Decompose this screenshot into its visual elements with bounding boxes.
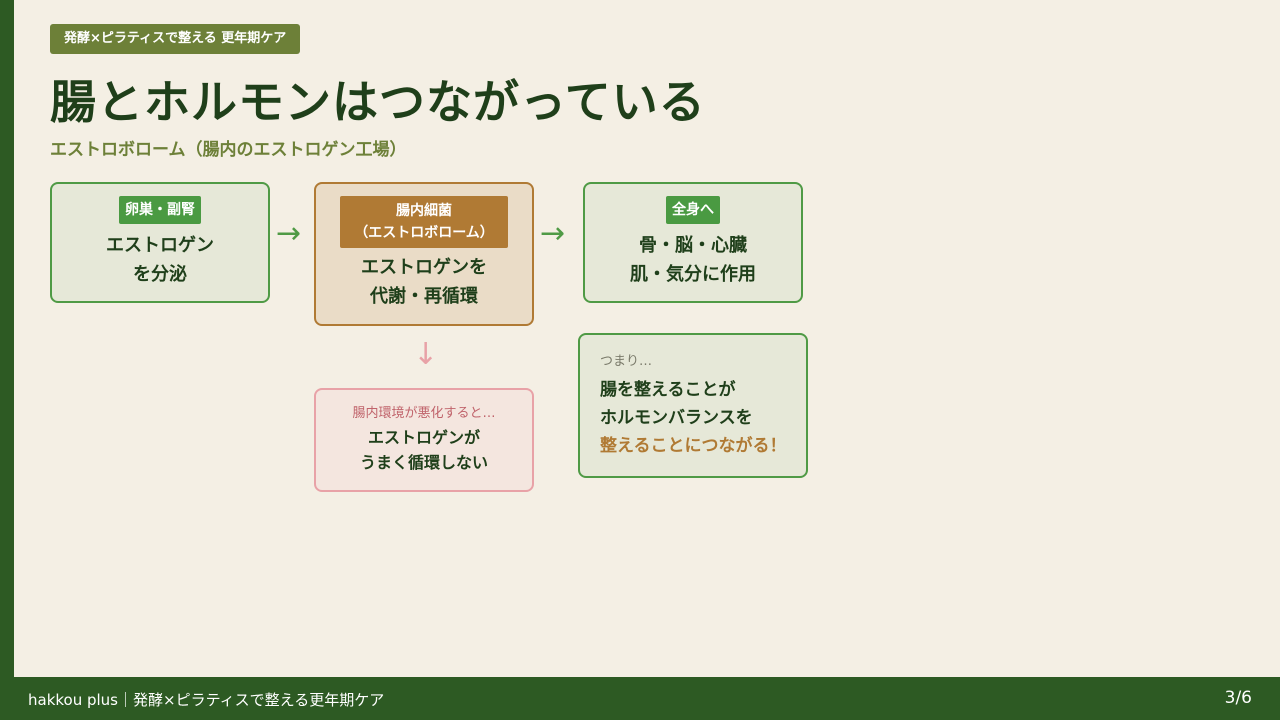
gut-badge-line: （エストロボローム） <box>354 225 494 241</box>
gut-text: エストロゲンを 代謝・再循環 <box>361 253 487 311</box>
warning-text-line: エストロゲンが <box>367 428 480 447</box>
right-arrow-icon: → <box>276 216 302 251</box>
right-arrow-icon: → <box>540 216 566 251</box>
page-subtitle: エストロボローム（腸内のエストロゲン工場） <box>50 140 407 160</box>
summary-text: 腸を整えることが ホルモンバランスを <box>600 376 753 432</box>
body-text-line: 肌・気分に作用 <box>630 264 756 285</box>
summary-label: つまり… <box>600 354 653 369</box>
page-number: 3/6 <box>1224 688 1252 708</box>
body-text-line: 骨・脳・心臓 <box>639 235 747 256</box>
summary-box: つまり… 腸を整えることが ホルモンバランスを 整えることにつながる！ <box>578 333 808 478</box>
body-text: 骨・脳・心臓 肌・気分に作用 <box>630 231 756 289</box>
flow-box-source: 卵巣・副腎 エストロゲン を分泌 <box>50 182 270 303</box>
summary-text-line: 腸を整えることが <box>600 380 736 400</box>
footer-text: hakkou plus｜発酵×ピラティスで整える更年期ケア <box>28 691 385 709</box>
footer-bar: hakkou plus｜発酵×ピラティスで整える更年期ケア 3/6 <box>0 677 1280 720</box>
source-text-line: エストロゲン <box>106 235 214 256</box>
source-text: エストロゲン を分泌 <box>106 231 214 289</box>
body-badge: 全身へ <box>666 196 720 224</box>
flow-box-gut: 腸内細菌 （エストロボローム） エストロゲンを 代謝・再循環 <box>314 182 534 326</box>
warning-box: 腸内環境が悪化すると… エストロゲンが うまく循環しない <box>314 388 534 492</box>
series-tag: 発酵×ピラティスで整える 更年期ケア <box>50 24 301 54</box>
summary-accent-text: 整えることにつながる！ <box>600 436 787 456</box>
warning-text: エストロゲンが うまく循環しない <box>360 425 488 475</box>
gut-badge-line: 腸内細菌 <box>396 203 452 219</box>
source-badge: 卵巣・副腎 <box>119 196 201 224</box>
gut-text-line: 代謝・再循環 <box>370 286 478 307</box>
gut-badge: 腸内細菌 （エストロボローム） <box>340 196 508 248</box>
left-accent-bar <box>0 0 14 720</box>
source-text-line: を分泌 <box>133 264 187 285</box>
page-title: 腸とホルモンはつながっている <box>50 75 706 129</box>
down-arrow-icon: ↓ <box>413 337 439 372</box>
warning-label: 腸内環境が悪化すると… <box>352 406 496 421</box>
flow-box-body: 全身へ 骨・脳・心臓 肌・気分に作用 <box>583 182 803 303</box>
warning-text-line: うまく循環しない <box>359 453 488 472</box>
gut-text-line: エストロゲンを <box>361 257 487 278</box>
summary-text-line: ホルモンバランスを <box>600 408 753 428</box>
